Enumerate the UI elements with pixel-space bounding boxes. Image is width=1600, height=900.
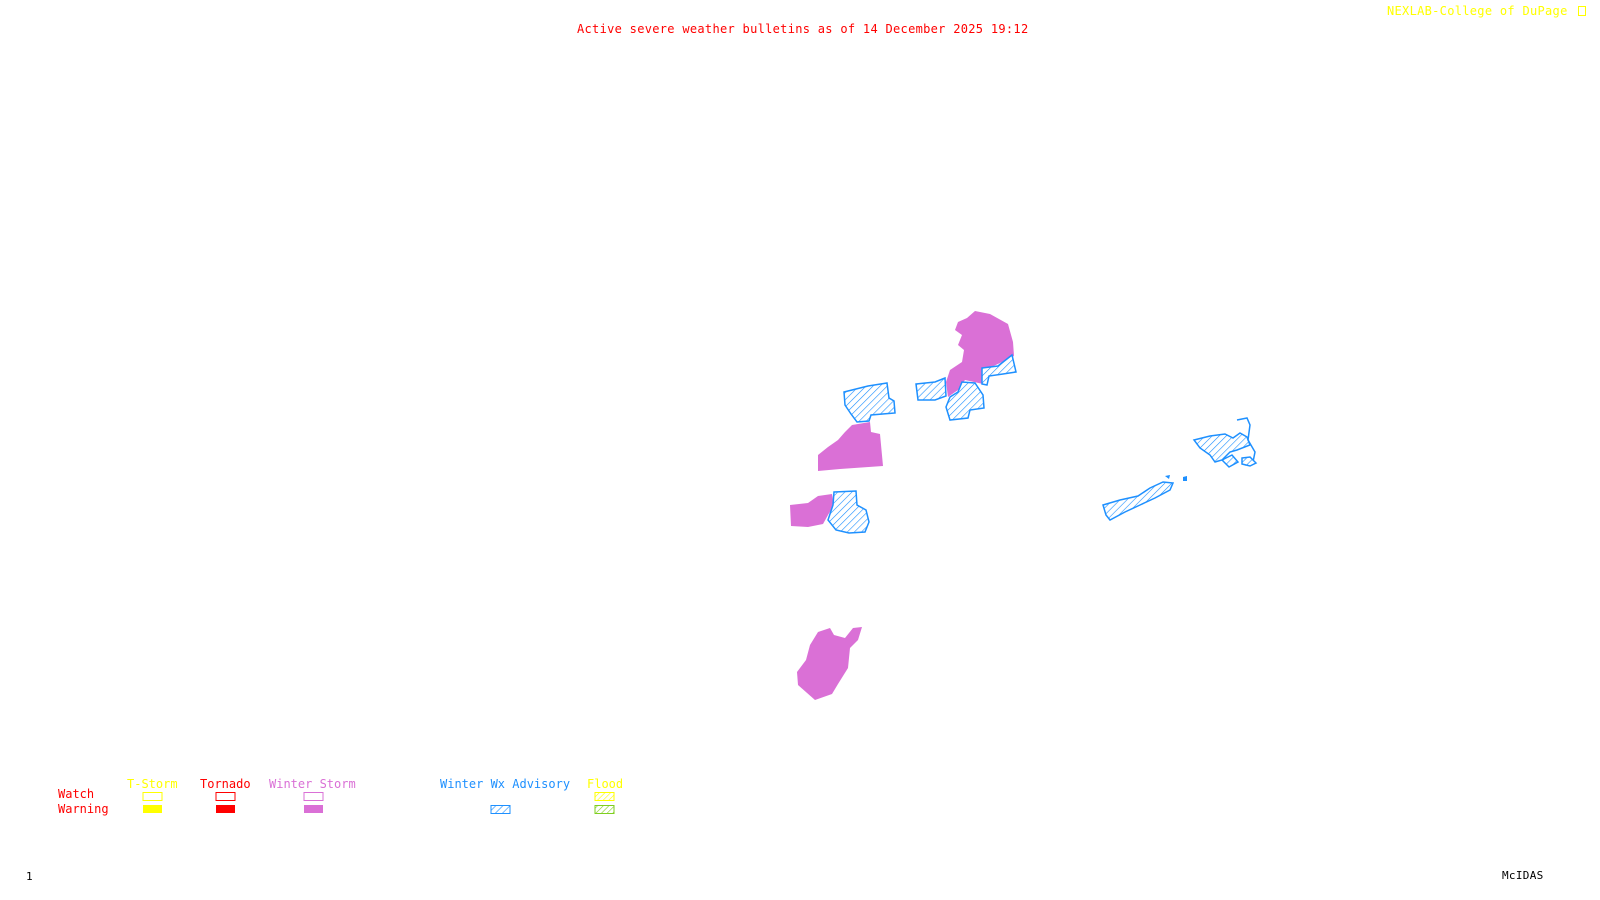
legend-col-flood: Flood <box>587 777 624 791</box>
winter-wx-advisory-area <box>827 490 870 534</box>
winter-wx-advisory-area <box>1192 432 1251 463</box>
credit-label: NEXLAB-College of DuPage <box>1387 4 1587 18</box>
legend-col-winter-storm: Winter Storm <box>269 777 356 791</box>
winter-wx-advisory-area <box>981 353 1017 386</box>
winter-wx-advisory-area <box>1241 456 1258 467</box>
legend-row-watch: Watch <box>58 787 95 801</box>
frame-number: 1 <box>26 870 33 883</box>
legend-row-warning: Warning <box>58 802 109 816</box>
legend-winter-wx-advisory-swatch <box>490 805 511 814</box>
winter-wx-advisory-area <box>915 376 947 401</box>
software-label: McIDAS <box>1502 869 1544 882</box>
legend-tstorm-watch-swatch <box>142 792 163 801</box>
map-title: Active severe weather bulletins as of 14… <box>577 22 1029 36</box>
winter-storm-warning-area <box>790 494 834 527</box>
legend-col-winter-wx-advisory: Winter Wx Advisory <box>440 777 571 791</box>
legend-tornado-watch-swatch <box>215 792 236 801</box>
legend-col-tornado: Tornado <box>200 777 251 791</box>
legend-winter-storm-warning-swatch <box>304 805 323 813</box>
legend-col-tstorm: T-Storm <box>127 777 178 791</box>
nexlab-logo-icon <box>1578 6 1587 16</box>
winter-wx-advisory-area <box>1165 475 1170 479</box>
winter-wx-advisory-area <box>843 382 896 423</box>
legend-flood-watch-swatch <box>594 792 615 801</box>
winter-wx-advisory-area <box>1102 481 1175 521</box>
legend-tstorm-warning-swatch <box>143 805 162 813</box>
winter-wx-advisory-area <box>1183 476 1187 481</box>
legend-tornado-warning-swatch <box>216 805 235 813</box>
legend-flood-warning-swatch <box>594 805 615 814</box>
winter-wx-advisory-area <box>945 381 985 421</box>
winter-storm-warning-area <box>797 627 862 700</box>
winter-storm-warning-area <box>818 422 883 471</box>
legend-winter-storm-watch-swatch <box>303 792 324 801</box>
winter-wx-advisory-area <box>1220 454 1240 468</box>
credit-text: NEXLAB-College of DuPage <box>1387 4 1568 18</box>
winter-storm-warning-area <box>946 311 1014 397</box>
